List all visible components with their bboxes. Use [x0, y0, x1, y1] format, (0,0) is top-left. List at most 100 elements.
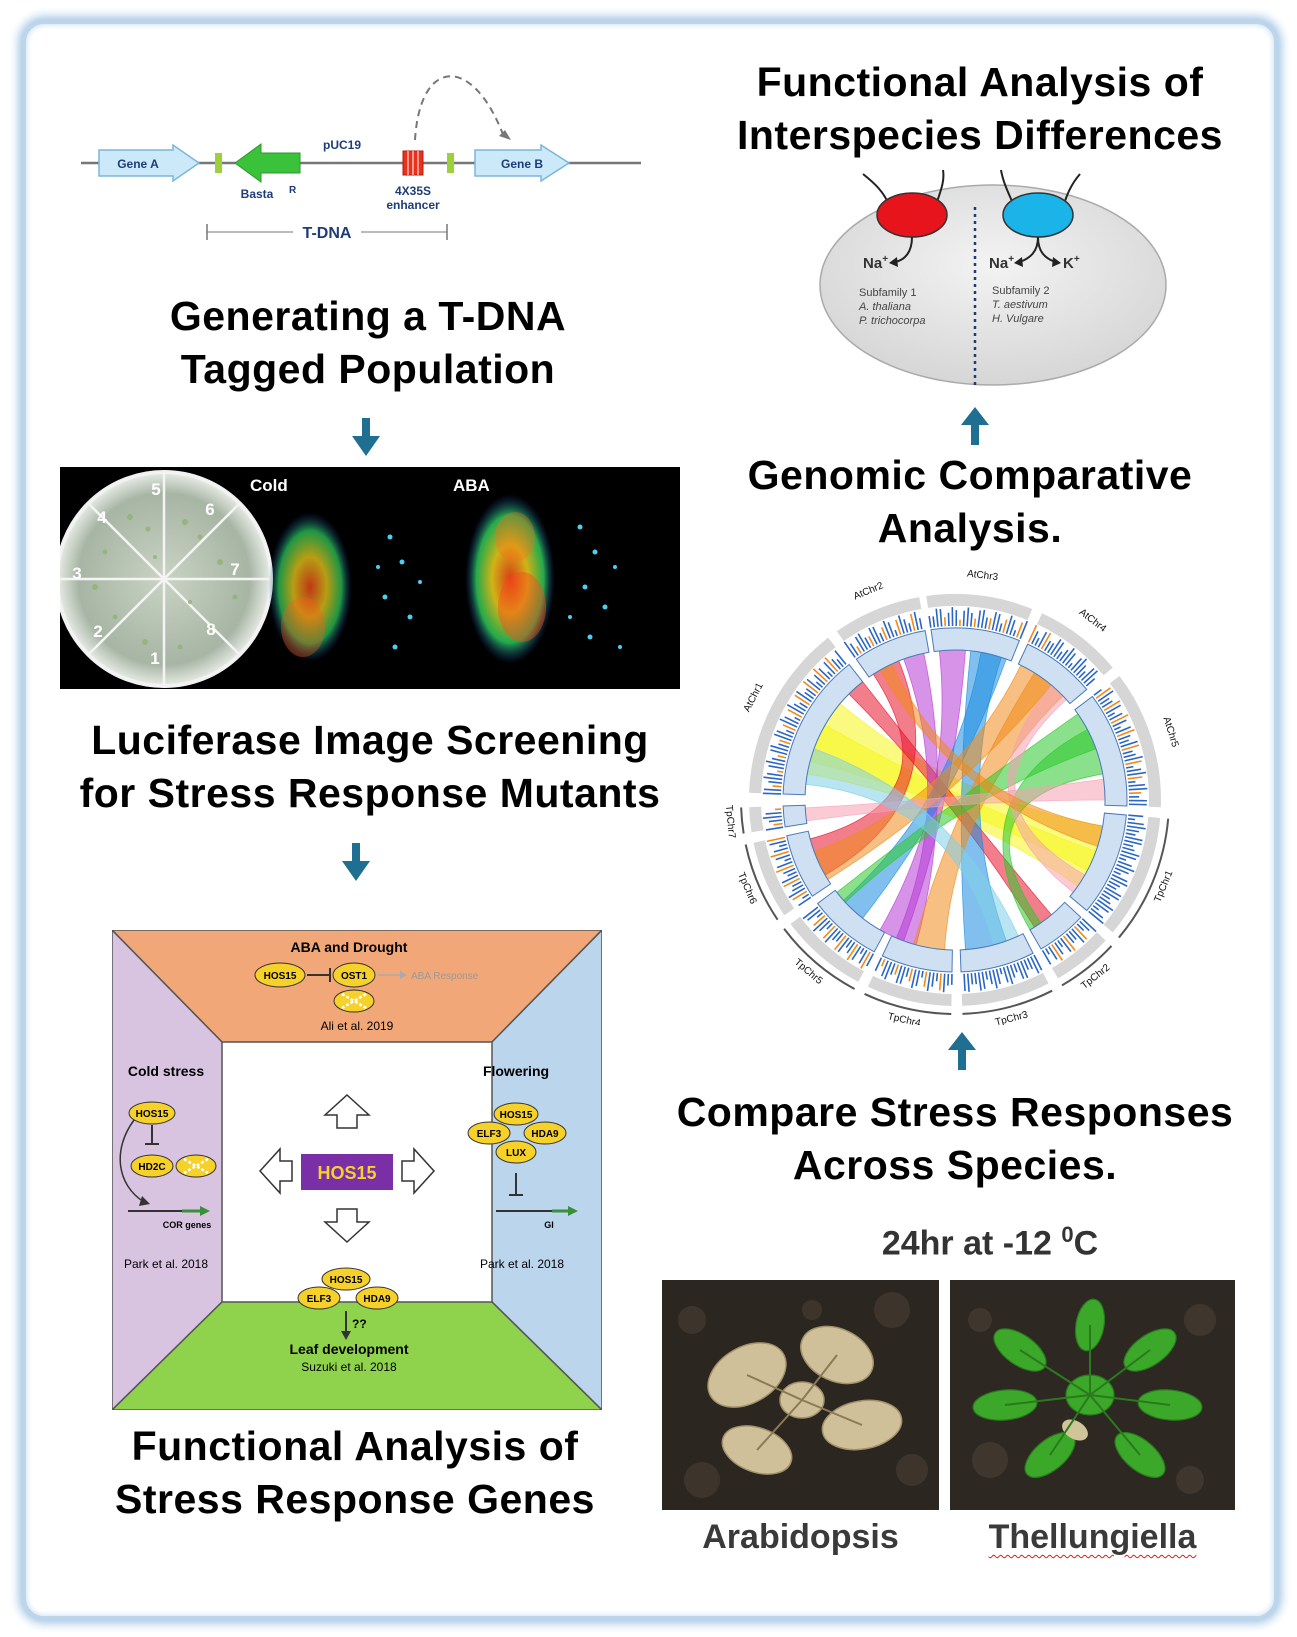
- expression-bar: [833, 935, 847, 951]
- chromosome-label: TpChr5: [792, 957, 825, 987]
- expression-bar: [915, 970, 921, 987]
- k-right-label: K+: [1063, 254, 1080, 272]
- expression-bar: [1097, 899, 1114, 912]
- expression-bar: [1054, 942, 1064, 955]
- expression-bar: [935, 608, 939, 627]
- expression-bar: [773, 847, 788, 853]
- chromosome-outer-ring: [961, 972, 1049, 1006]
- expression-bar: [824, 927, 839, 943]
- border-mark-left: [215, 153, 222, 173]
- expression-bar: [1067, 662, 1073, 669]
- arrow-down-icon: [352, 418, 380, 456]
- expression-bar: [1016, 622, 1024, 638]
- expression-bar: [1005, 615, 1013, 635]
- chromosome-band: [782, 663, 864, 796]
- expression-bar: [894, 629, 898, 637]
- expression-bar: [1109, 712, 1123, 721]
- leaf-ref: Suzuki et al. 2018: [301, 1360, 397, 1374]
- expression-bar: [1060, 937, 1072, 953]
- expression-bar: [1094, 902, 1109, 914]
- expression-bar: [909, 613, 916, 631]
- expression-bar: [770, 749, 788, 756]
- arrow-up-icon: [948, 1032, 976, 1070]
- expression-bar: [872, 626, 882, 644]
- expression-bar: [1065, 933, 1075, 944]
- expression-bar: [1123, 753, 1136, 759]
- tp-chromosome-arc: [1118, 818, 1170, 939]
- chromosome-label: TpChr2: [1079, 962, 1112, 992]
- expression-bar: [887, 622, 895, 638]
- expression-bar: [765, 811, 782, 815]
- expression-bar: [966, 607, 970, 627]
- expression-bar: [769, 840, 787, 846]
- expression-bar: [881, 627, 888, 641]
- flowering-title: Flowering: [483, 1063, 549, 1079]
- expression-bar: [787, 708, 803, 718]
- expression-bar: [1104, 886, 1122, 898]
- tp-chromosome-arc: [864, 993, 952, 1015]
- tp-chromosome-arc: [962, 989, 1053, 1015]
- expression-bar: [897, 615, 905, 634]
- expression-bar: [973, 618, 977, 628]
- chromosome-band: [1017, 643, 1088, 705]
- cold-stress-title: Cold stress: [128, 1063, 204, 1079]
- node-hos15: HOS15: [330, 1275, 363, 1286]
- expression-bar: [823, 661, 836, 675]
- subfamily1-label: Subfamily 1: [859, 287, 916, 299]
- puc19-label: pUC19: [323, 138, 361, 152]
- chromosome-band: [930, 627, 1021, 662]
- aba-drought-title: ABA and Drought: [291, 939, 408, 955]
- expression-bar: [765, 826, 784, 831]
- expression-bar: [794, 716, 801, 722]
- expression-bar: [818, 668, 831, 680]
- expression-bar: [1009, 964, 1016, 978]
- node-elf3: ELF3: [307, 1294, 332, 1305]
- expression-bar: [939, 609, 943, 627]
- chromosome-outer-ring: [753, 840, 795, 916]
- expression-bar: [1107, 712, 1116, 718]
- expression-bar: [1070, 658, 1083, 671]
- node-hos15: HOS15: [136, 1109, 169, 1120]
- expression-bar: [1116, 863, 1135, 873]
- expression-bar: [1079, 920, 1090, 932]
- chromosome-label: TpChr3: [994, 1009, 1029, 1025]
- expression-bar: [1057, 939, 1064, 948]
- expression-bar: [836, 658, 844, 668]
- cold-label: Cold: [250, 476, 288, 495]
- subfamily1-species1: A. thaliana: [858, 301, 911, 313]
- expression-bar: [1099, 896, 1111, 905]
- chromosome-outer-ring: [790, 916, 864, 982]
- expression-bar: [899, 966, 907, 984]
- expression-bar: [778, 743, 790, 749]
- expression-bar: [860, 951, 871, 969]
- expression-bar: [816, 912, 824, 918]
- hos15-functions-diagram: ABA and Drought HOS15 OST1 ABA Response …: [112, 930, 602, 1410]
- expression-bar: [785, 729, 795, 735]
- expression-bar: [1064, 652, 1076, 667]
- expression-bar: [1068, 930, 1077, 940]
- arabidopsis-photo: [662, 1280, 939, 1510]
- node-hos15: HOS15: [500, 1110, 533, 1121]
- node-ost1: OST1: [341, 971, 368, 982]
- expression-bar: [1034, 637, 1040, 646]
- expression-bar: [977, 972, 982, 991]
- expression-bar: [1110, 714, 1129, 724]
- expression-bar: [804, 691, 814, 700]
- chromosome-band: [786, 830, 832, 897]
- expression-bar: [788, 887, 806, 899]
- expression-bar: [1062, 935, 1076, 951]
- unknown-label: ??: [352, 1317, 367, 1331]
- subfamily2-species1: T. aestivum: [992, 299, 1048, 311]
- expression-bar: [988, 970, 993, 985]
- expression-bar: [856, 646, 862, 654]
- expression-bar: [1125, 760, 1142, 766]
- node-hda9: HDA9: [531, 1129, 559, 1140]
- expression-bar: [962, 610, 966, 627]
- expression-bar: [864, 637, 872, 649]
- expression-bar: [998, 623, 1003, 632]
- expression-bar: [1128, 780, 1136, 784]
- expression-bar: [1081, 918, 1097, 933]
- expression-bar: [845, 939, 853, 949]
